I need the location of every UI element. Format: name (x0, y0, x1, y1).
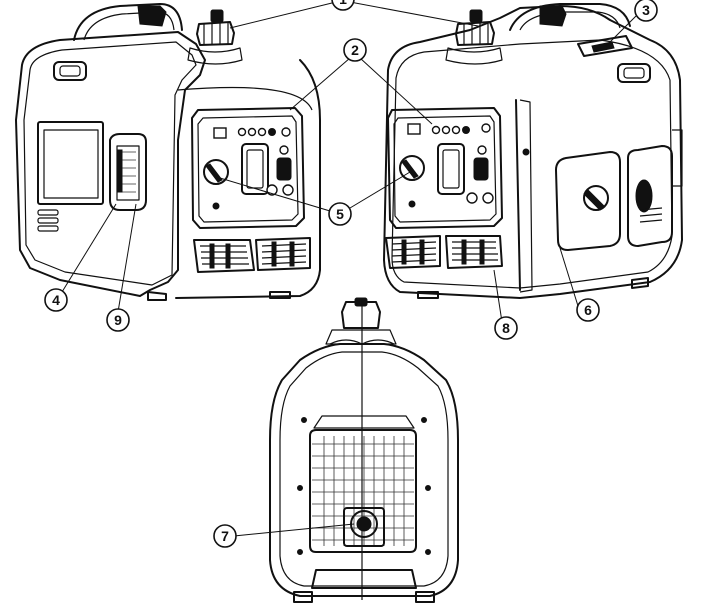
callout-1-label: 1 (339, 0, 347, 7)
fuel-cap-right (445, 9, 503, 65)
callout-4: 4 (44, 288, 68, 312)
generator-rear-view (269, 297, 459, 603)
control-panel-left (191, 107, 305, 229)
callout-4-label: 4 (52, 292, 60, 308)
recoil-starter-handle (109, 133, 147, 211)
callout-7: 7 (213, 524, 237, 548)
maintenance-cover (555, 145, 673, 251)
side-vent-slots (37, 209, 59, 232)
control-panel-right (387, 107, 503, 229)
callout-8: 8 (494, 316, 518, 340)
callout-5-label: 5 (336, 206, 344, 222)
callout-2: 2 (343, 38, 367, 62)
callout-5: 5 (328, 202, 352, 226)
callout-9: 9 (106, 308, 130, 332)
generator-right-view (383, 3, 683, 299)
callout-8-label: 8 (502, 320, 510, 336)
callout-6: 6 (576, 298, 600, 322)
front-vent-right (385, 235, 503, 269)
leader-lines (61, 1, 637, 537)
callout-3-label: 3 (642, 2, 650, 18)
callout-1: 1 (331, 0, 355, 11)
callout-6-label: 6 (584, 302, 592, 318)
callout-9-label: 9 (114, 312, 122, 328)
front-vent-left (193, 237, 311, 273)
callout-3: 3 (634, 0, 658, 22)
fuel-cap-left (187, 9, 243, 65)
generator-left-view (15, 3, 321, 301)
rear-exhaust-grille (309, 415, 417, 553)
callout-2-label: 2 (351, 42, 359, 58)
callout-7-label: 7 (221, 528, 229, 544)
